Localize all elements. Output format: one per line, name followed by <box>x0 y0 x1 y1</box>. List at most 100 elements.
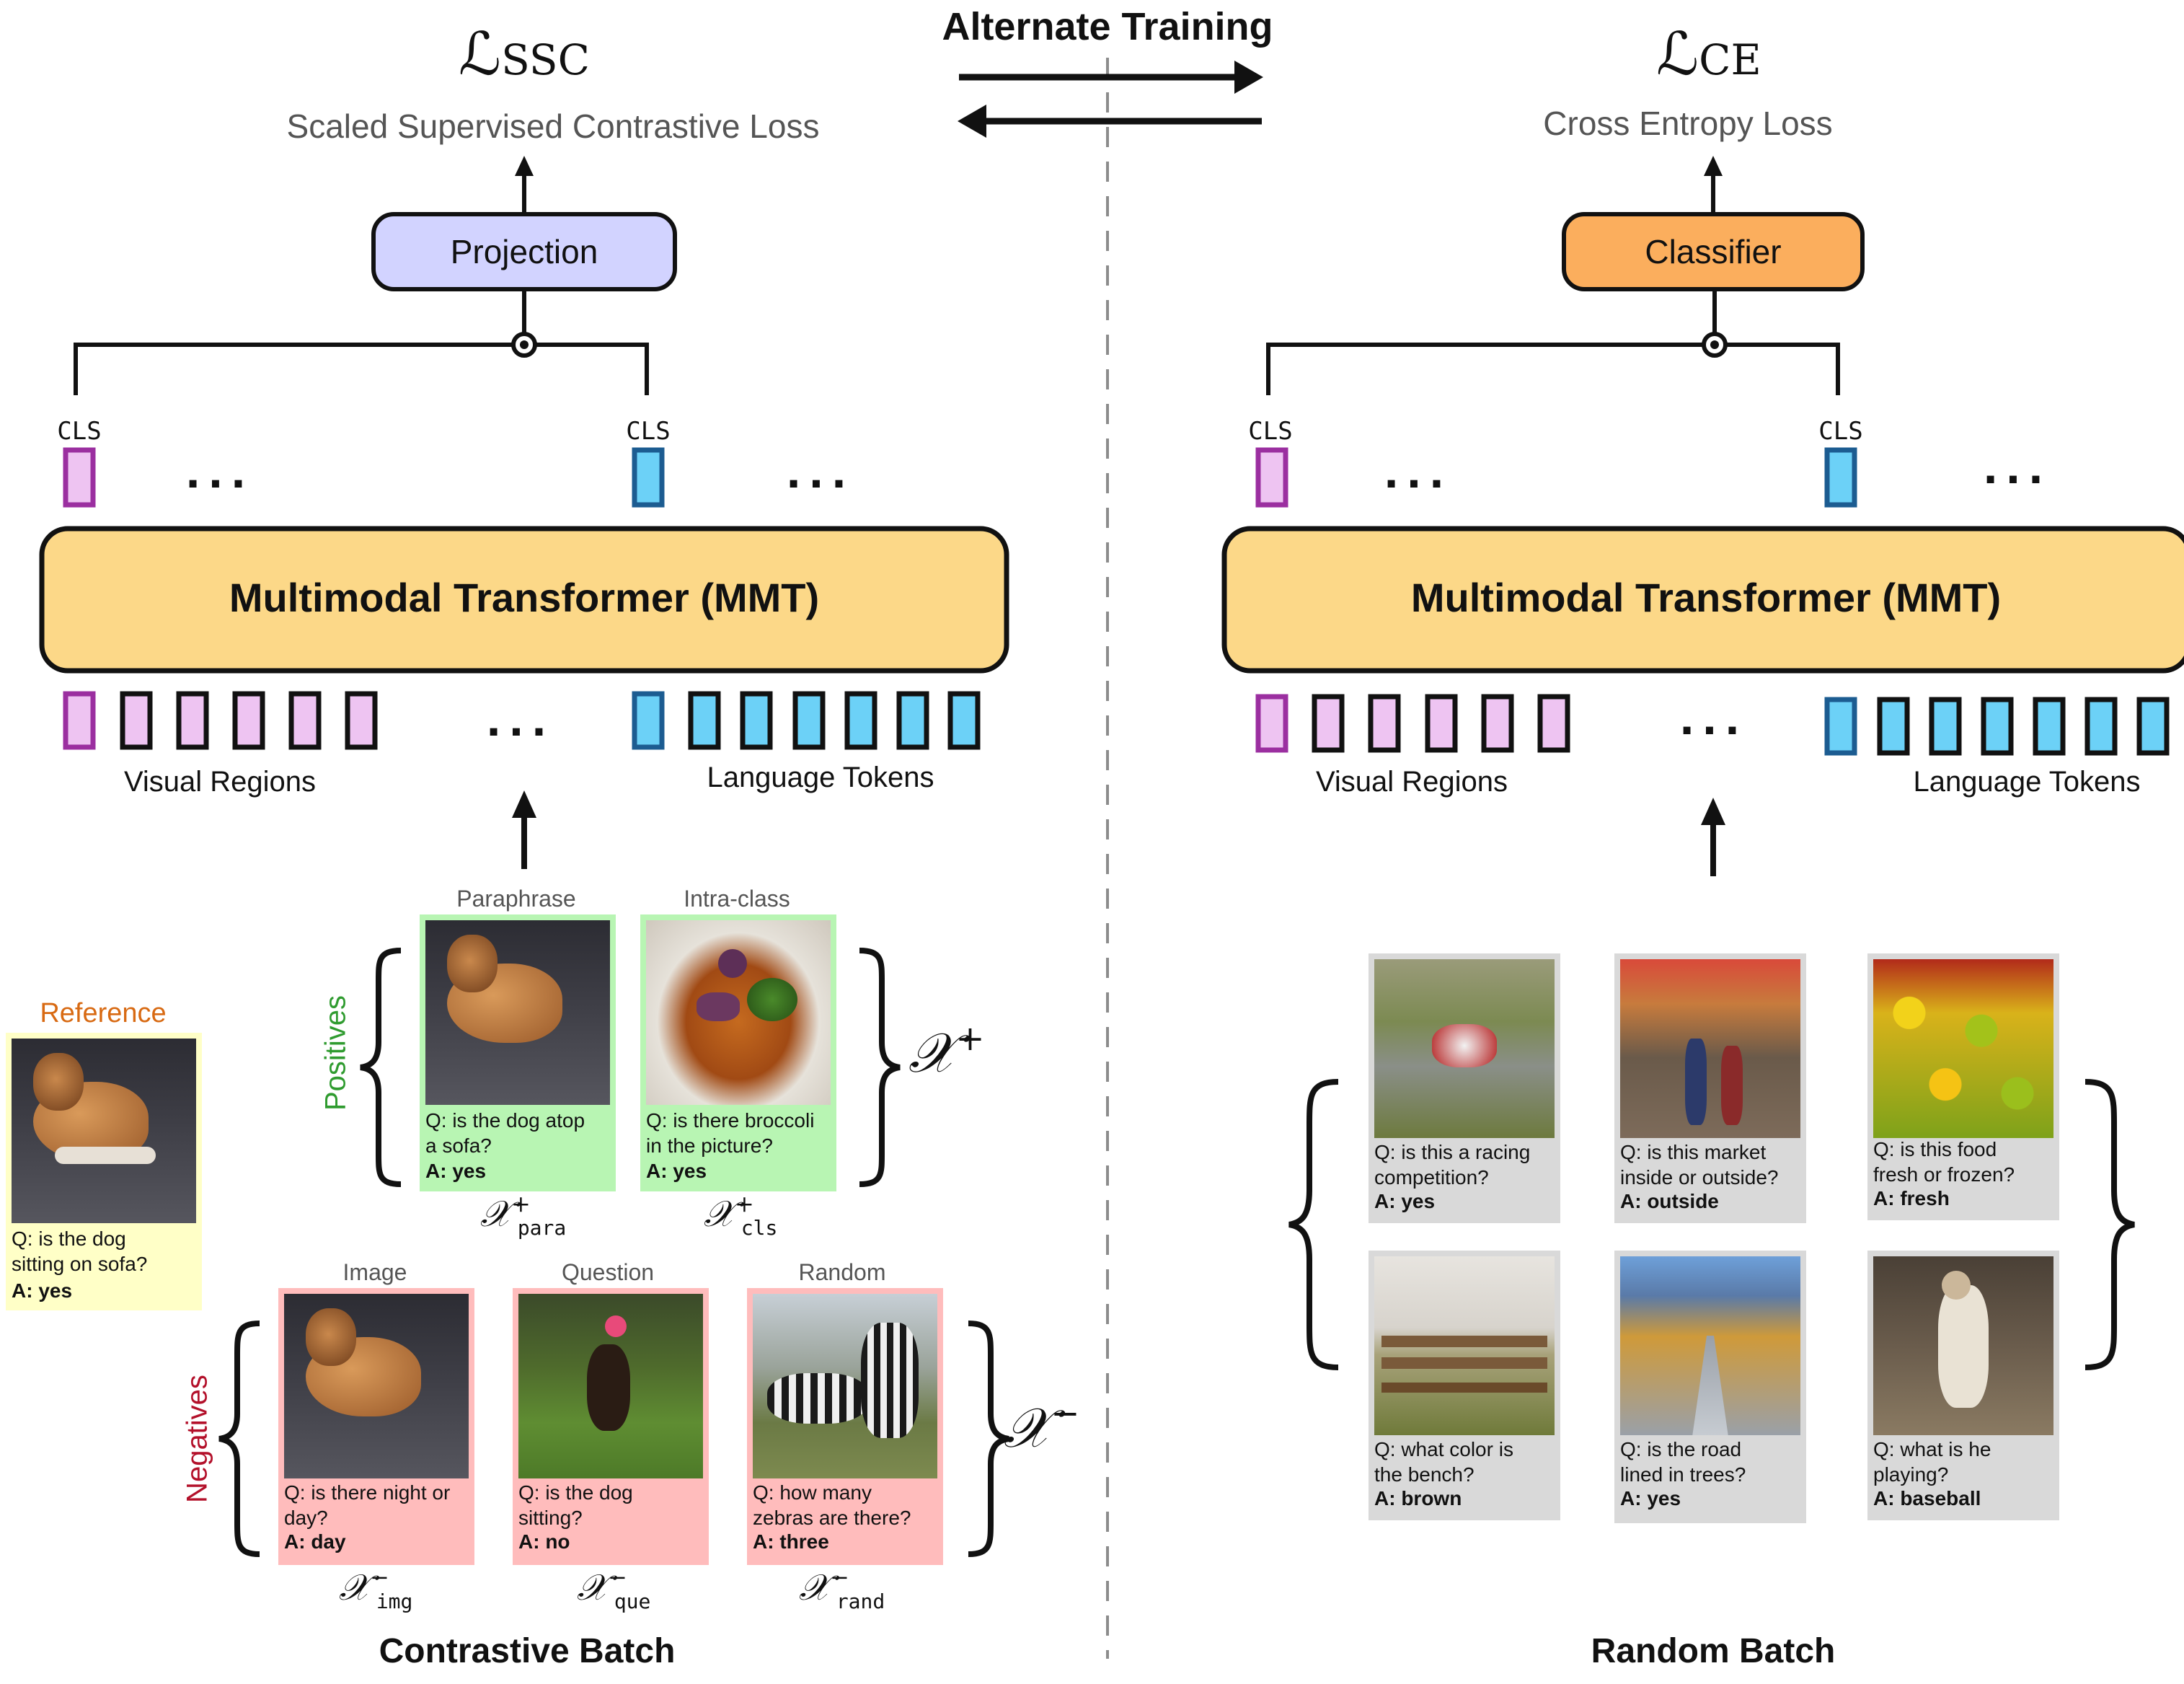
reference-question: Q: is the dog sitting on sofa? <box>12 1227 148 1275</box>
ssc-loss-symbol: ℒSSC <box>459 20 590 89</box>
positive-set-symbol: 𝒳+ <box>908 1018 985 1085</box>
positives-side-label: Positives <box>319 995 352 1111</box>
right-language-cls-token <box>1824 447 1857 508</box>
left-cls-connector <box>74 289 649 395</box>
negative-heading-random: Random <box>798 1259 886 1285</box>
random-card-bench: Q: what color is the bench? A: brown <box>1369 1251 1560 1520</box>
market-question: Q: is this market inside or outside? <box>1620 1141 1779 1189</box>
ce-loss-base: ℒ <box>1656 20 1699 89</box>
left-input-ellipsis: ... <box>486 690 555 746</box>
market-photo <box>1620 959 1800 1138</box>
projection-label: Projection <box>450 233 598 270</box>
broccoli-soup-photo <box>646 920 831 1105</box>
negative-random-question: Q: how many zebras are there? <box>753 1481 911 1529</box>
paraphrase-dog-photo <box>425 920 610 1105</box>
paraphrase-answer: A: yes <box>425 1160 487 1182</box>
right-top-ellipsis-1: ... <box>1384 442 1453 498</box>
right-top-ellipsis-2: ... <box>1983 438 2052 494</box>
random-right-brace <box>2084 1079 2135 1370</box>
ce-loss-sub: CE <box>1699 35 1761 84</box>
alternate-training-title: Alternate Training <box>942 5 1273 48</box>
left-input-arrow <box>512 790 536 869</box>
right-language-tokens-label: Language Tokens <box>1913 766 2141 798</box>
random-card-market: Q: is this market inside or outside? A: … <box>1614 953 1806 1223</box>
negative-question-question: Q: is the dog sitting? <box>518 1481 633 1529</box>
left-visual-cls-token <box>63 447 96 508</box>
baseball-answer: A: baseball <box>1873 1487 1981 1509</box>
paraphrase-question: Q: is the dog atop a sofa? <box>425 1109 585 1157</box>
food-question: Q: is this food fresh or frozen? <box>1873 1138 2015 1186</box>
positives-right-brace <box>859 948 901 1187</box>
baseball-photo <box>1873 1256 2053 1435</box>
right-mmt-label: Multimodal Transformer (MMT) <box>1410 575 2002 620</box>
food-answer: A: fresh <box>1873 1187 1950 1209</box>
racing-question: Q: is this a racing competition? <box>1374 1141 1531 1189</box>
right-visual-cls-label: CLS <box>1248 417 1293 446</box>
left-language-tokens-label: Language Tokens <box>707 762 934 793</box>
random-card-baseball: Q: what is he playing? A: baseball <box>1867 1251 2059 1520</box>
ssc-loss-sub: SSC <box>501 35 590 84</box>
positive-card-intra-class: Q: is there broccoli in the picture? A: … <box>640 914 836 1191</box>
right-cls-connector <box>1266 289 1840 395</box>
reference-dog-photo <box>12 1039 196 1223</box>
racing-answer: A: yes <box>1374 1190 1436 1212</box>
right-visual-cls-token <box>1255 447 1288 508</box>
road-question: Q: is the road lined in trees? <box>1620 1438 1746 1486</box>
intra-class-question: Q: is there broccoli in the picture? <box>646 1109 815 1157</box>
left-mmt-label: Multimodal Transformer (MMT) <box>229 575 820 620</box>
negative-image-answer: A: day <box>284 1530 346 1553</box>
left-mmt-box <box>39 526 1009 674</box>
market-answer: A: outside <box>1620 1190 1719 1212</box>
positive-heading-paraphrase: Paraphrase <box>456 886 576 912</box>
negative-heading-image: Image <box>342 1259 407 1285</box>
right-visual-regions-label: Visual Regions <box>1315 766 1508 798</box>
negatives-left-brace <box>218 1321 260 1557</box>
ce-loss-symbol: ℒCE <box>1656 20 1761 89</box>
negative-question-answer: A: no <box>518 1530 570 1553</box>
motorcycle-photo <box>1374 959 1555 1138</box>
random-batch-label: Random Batch <box>1591 1632 1836 1670</box>
positive-cls-symbol: 𝒳+cls <box>704 1190 778 1240</box>
intra-class-answer: A: yes <box>646 1160 707 1182</box>
classifier-label: Classifier <box>1645 233 1782 270</box>
negative-dog-photo <box>284 1294 469 1478</box>
negative-que-symbol: 𝒳−que <box>577 1564 651 1613</box>
right-mmt-box <box>1221 526 2184 674</box>
bench-answer: A: brown <box>1374 1487 1462 1509</box>
negative-image-question: Q: is there night or day? <box>284 1481 451 1529</box>
negatives-right-brace <box>968 1321 1009 1557</box>
ssc-loss-name: Scaled Supervised Contrastive Loss <box>286 107 820 145</box>
bench-photo <box>1374 1256 1555 1435</box>
classifier-to-loss-arrow <box>1704 156 1723 213</box>
left-input-tokens <box>63 691 981 750</box>
baseball-question: Q: what is he playing? <box>1873 1438 1991 1486</box>
left-language-cls-token <box>632 447 665 508</box>
right-language-cls-label: CLS <box>1818 417 1863 446</box>
ce-loss-name: Cross Entropy Loss <box>1543 105 1833 142</box>
left-visual-cls-label: CLS <box>57 417 102 446</box>
reference-answer: A: yes <box>12 1279 73 1302</box>
zebras-photo <box>753 1294 937 1478</box>
left-visual-regions-label: Visual Regions <box>123 766 317 798</box>
right-input-ellipsis: ... <box>1679 689 1748 745</box>
random-card-food: Q: is this food fresh or frozen? A: fres… <box>1867 953 2059 1220</box>
negative-card-random: Q: how many zebras are there? A: three <box>747 1288 943 1565</box>
negative-rand-symbol: 𝒳−rand <box>799 1564 885 1613</box>
positive-card-paraphrase: Q: is the dog atop a sofa? A: yes <box>420 914 616 1191</box>
road-photo <box>1620 1256 1800 1435</box>
ssc-loss-base: ℒ <box>459 20 502 89</box>
right-input-arrow <box>1701 798 1725 876</box>
positive-heading-intra-class: Intra-class <box>684 886 790 912</box>
left-top-ellipsis-1: ... <box>185 442 255 498</box>
random-card-racing: Q: is this a racing competition? A: yes <box>1369 953 1560 1223</box>
right-input-tokens <box>1255 694 2170 756</box>
bench-question: Q: what color is the bench? <box>1374 1438 1513 1486</box>
positives-left-brace <box>360 948 402 1187</box>
negative-card-question: Q: is the dog sitting? A: no <box>513 1288 709 1565</box>
negative-card-image: Q: is there night or day? A: day <box>278 1288 474 1565</box>
negatives-side-label: Negatives <box>181 1375 213 1503</box>
positive-para-symbol: 𝒳+para <box>480 1190 567 1240</box>
projection-to-loss-arrow <box>515 156 534 213</box>
negative-img-symbol: 𝒳−img <box>339 1564 413 1613</box>
negative-random-answer: A: three <box>753 1530 829 1553</box>
